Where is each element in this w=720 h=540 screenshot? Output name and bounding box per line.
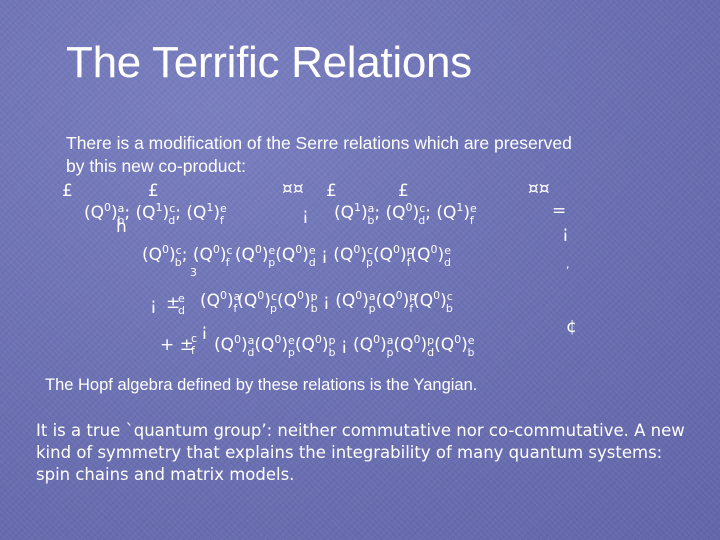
formula-bracket-inner-left: £ [148,181,159,201]
formula-line3-delta-sub: d [178,304,185,317]
formula-line3-delta-sup: e [178,292,185,305]
formula-line3-minus: ¡ [150,295,157,315]
conclusion-line: The Hopf algebra defined by these relati… [45,376,478,394]
formula-bracket-close-rhs: ¤¤ [528,179,550,199]
formula-line4-delta-sup: c [191,332,197,345]
formula-bracket-left-rhs: £ [326,181,337,201]
formula-bracket-left: £ [62,181,73,201]
formula-line4-plus: + ± [160,335,194,355]
intro-paragraph: There is a modification of the Serre rel… [66,133,572,176]
closing-paragraph: It is a true `quantum group’: neither co… [36,421,685,484]
formula-line4-delta-sub: f [191,344,196,357]
formula-line4-close: ¢ [566,317,577,337]
formula-line2-comma: , [566,258,570,271]
formula-line1-minus: ¡ [302,205,309,225]
slide-title: The Terrific Relations [66,38,472,87]
formula-line3-delta: ± [166,293,180,313]
formula-line2-three: 3 [190,266,197,279]
formula-bracket-close: ¤¤ [282,179,304,199]
formula-h: h [116,217,127,237]
formula-equals: = [552,201,566,221]
formula-bracket-inner-left-rhs: £ [398,181,409,201]
formula-line4-bracket: ¡ [201,321,208,341]
formula-line1-end-minus: ¡ [562,223,569,243]
